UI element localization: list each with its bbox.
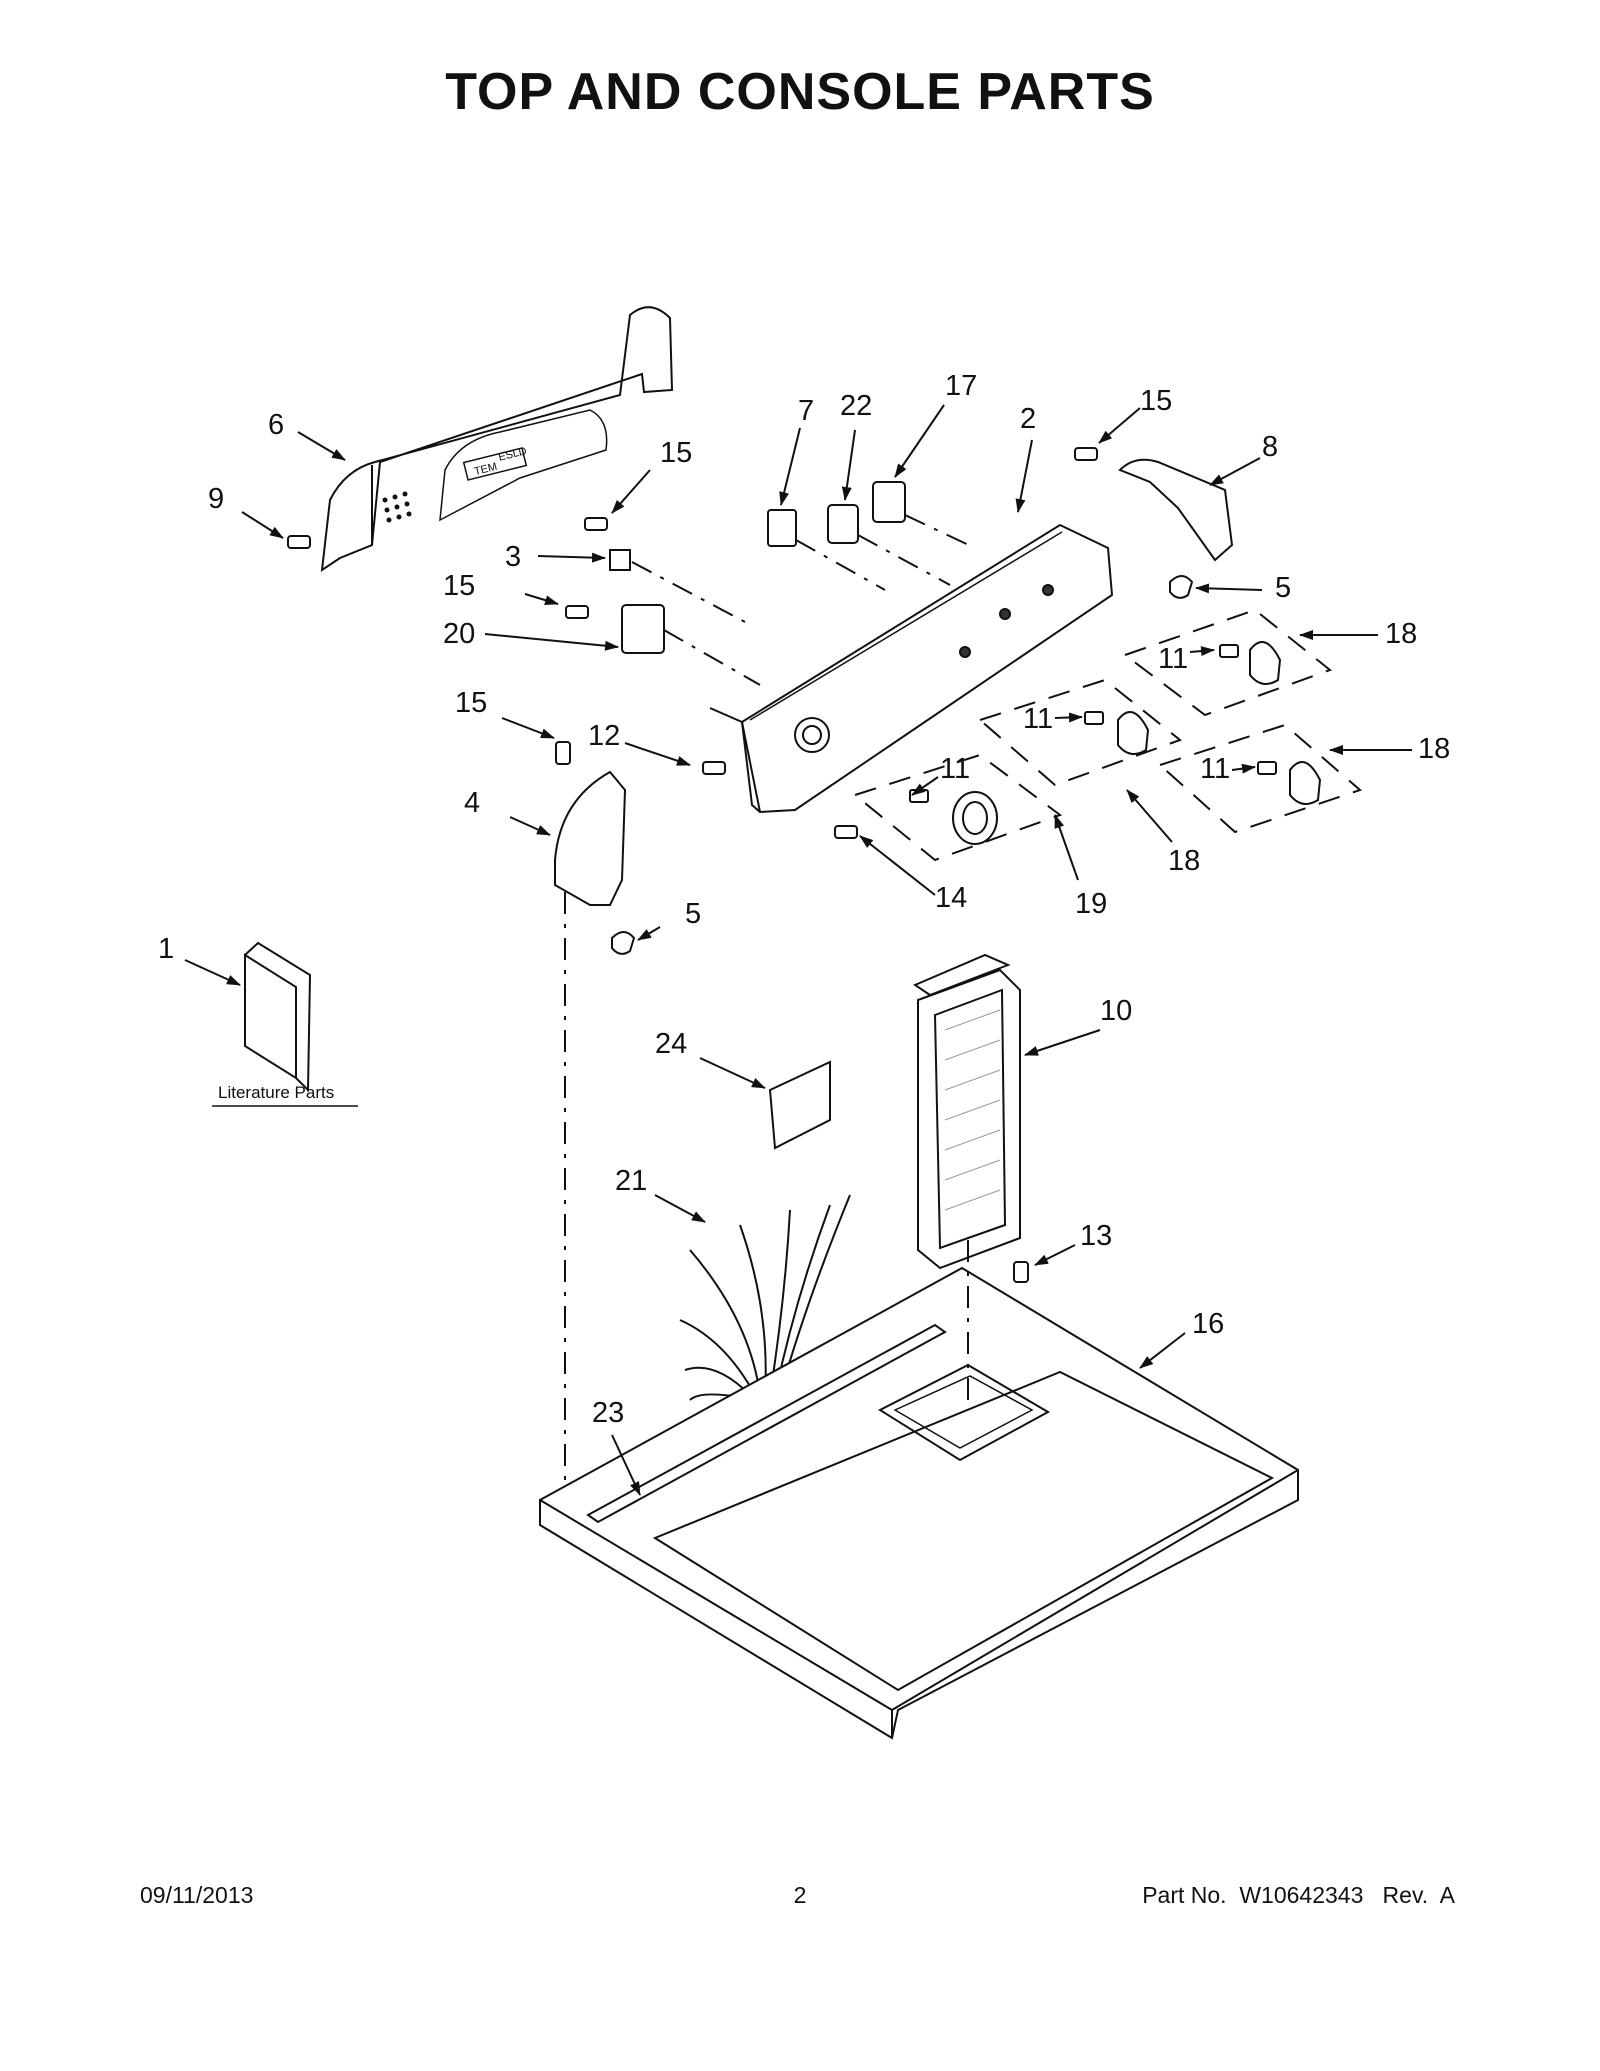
top-panel bbox=[539, 1266, 1299, 1740]
callout-24: 24 bbox=[655, 1028, 687, 1060]
knobs bbox=[909, 641, 1322, 845]
callout-1: 1 bbox=[158, 933, 174, 965]
callout-3: 3 bbox=[505, 541, 521, 573]
callout-16: 16 bbox=[1192, 1308, 1224, 1340]
callout-18: 18 bbox=[1418, 733, 1450, 765]
page-title: TOP AND CONSOLE PARTS bbox=[445, 63, 1155, 121]
callout-7: 7 bbox=[798, 395, 814, 427]
callout-23: 23 bbox=[592, 1397, 624, 1429]
callout-14: 14 bbox=[935, 882, 967, 914]
callout-12: 12 bbox=[588, 720, 620, 752]
callout-18: 18 bbox=[1385, 618, 1417, 650]
clips bbox=[611, 575, 1194, 955]
callout-10: 10 bbox=[1100, 995, 1132, 1027]
callout-15: 15 bbox=[1140, 385, 1172, 417]
control-board bbox=[768, 1060, 831, 1150]
callout-20: 20 bbox=[443, 618, 475, 650]
callout-18: 18 bbox=[1168, 845, 1200, 877]
callout-15: 15 bbox=[660, 437, 692, 469]
callout-15: 15 bbox=[443, 570, 475, 602]
left-end-cap bbox=[554, 770, 627, 906]
console-switches bbox=[767, 481, 906, 547]
callout-11: 11 bbox=[940, 753, 970, 785]
literature-book bbox=[243, 941, 312, 1093]
callout-11: 11 bbox=[1158, 643, 1188, 675]
footer-date: 09/11/2013 bbox=[140, 1882, 254, 1908]
lint-screen bbox=[912, 953, 1021, 1270]
right-end-cap bbox=[1118, 458, 1234, 562]
literature-label: Literature Parts bbox=[218, 1083, 334, 1102]
callout-6: 6 bbox=[268, 409, 284, 441]
assembly-lines bbox=[564, 514, 976, 1490]
callout-2: 2 bbox=[1020, 403, 1036, 435]
callout-5: 5 bbox=[1275, 572, 1291, 604]
callout-5: 5 bbox=[685, 898, 701, 930]
callout-21: 21 bbox=[615, 1165, 647, 1197]
timer-part bbox=[621, 604, 665, 654]
callout-11: 11 bbox=[1200, 753, 1230, 785]
callout-9: 9 bbox=[208, 483, 224, 515]
callout-11: 11 bbox=[1023, 703, 1053, 735]
screws bbox=[287, 447, 1098, 1283]
callout-17: 17 bbox=[945, 370, 977, 402]
rear-console-panel: TEM ESLD bbox=[320, 306, 674, 573]
callout-15: 15 bbox=[455, 687, 487, 719]
callout-22: 22 bbox=[840, 390, 872, 422]
callout-labels: 6 9 15 3 15 20 15 12 4 5 7 22 17 2 15 8 … bbox=[158, 370, 1450, 1429]
callout-8: 8 bbox=[1262, 431, 1278, 463]
callout-19: 19 bbox=[1075, 888, 1107, 920]
callout-13: 13 bbox=[1080, 1220, 1112, 1252]
callout-arrows bbox=[184, 404, 1412, 1496]
panel-label-left: TEM bbox=[473, 461, 498, 478]
console-assembly bbox=[709, 523, 1114, 814]
footer-part-number: Part No. W10642343 Rev. A bbox=[1142, 1882, 1455, 1908]
footer-page-number: 2 bbox=[793, 1882, 807, 1908]
callout-4: 4 bbox=[464, 787, 480, 819]
small-bracket bbox=[609, 549, 631, 571]
